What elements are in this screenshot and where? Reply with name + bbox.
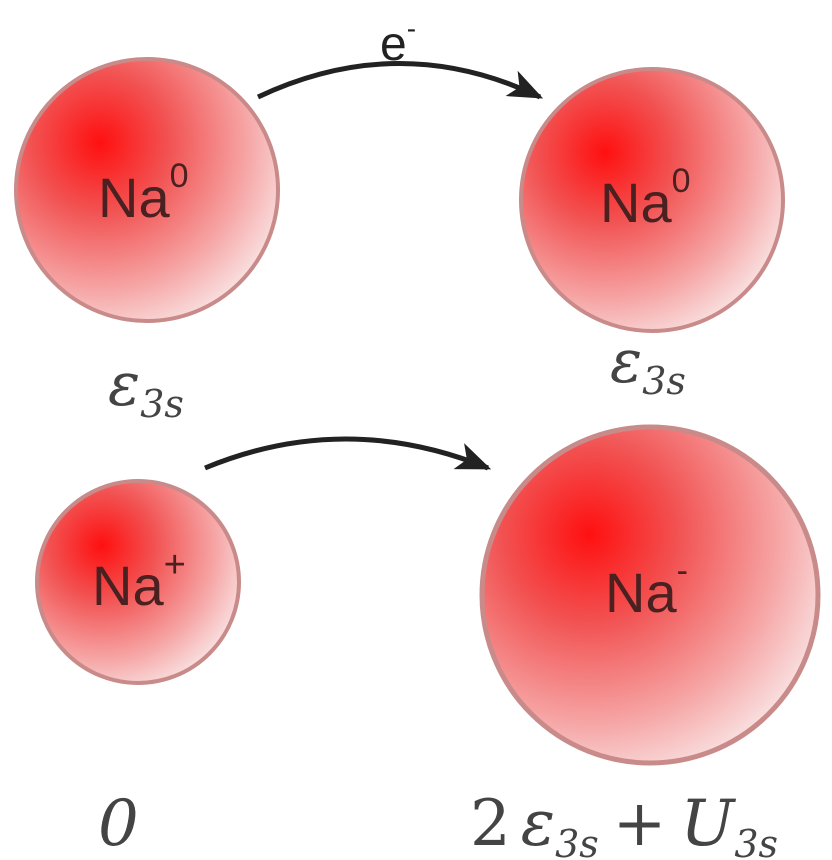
- atom-bottom-left: Na+: [35, 479, 241, 685]
- atom-top-right-label: Na0: [600, 162, 691, 234]
- atom-bottom-right: Na-: [479, 424, 821, 766]
- top-electron-transfer-arrow: [256, 61, 544, 100]
- energy-top-left: ε3s: [108, 350, 184, 426]
- atom-top-left: Na0: [14, 57, 280, 323]
- atom-bottom-left-label: Na+: [92, 544, 186, 617]
- atom-bottom-right-label: Na-: [605, 552, 688, 624]
- electron-label: e-: [380, 13, 416, 71]
- energy-top-right: ε3s: [610, 327, 686, 403]
- bottom-electron-transfer-arrow: [204, 436, 492, 471]
- energy-bottom-left: 0: [98, 787, 139, 860]
- atom-top-left-label: Na0: [98, 157, 189, 229]
- atom-top-right: Na0: [519, 67, 785, 333]
